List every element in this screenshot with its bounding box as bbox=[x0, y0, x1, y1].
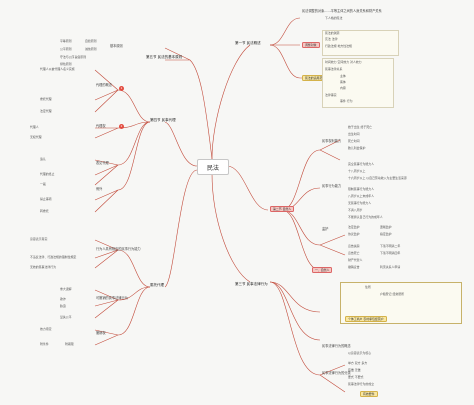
s1-t9: 民事法律关系 bbox=[325, 67, 343, 71]
s1-t13: 法律事实 bbox=[325, 93, 337, 97]
s2-t8: 限制民事行为能力人 bbox=[348, 187, 375, 191]
s3-t5: 有偿 无偿 bbox=[348, 368, 361, 372]
s4-t10: 代理的终止 bbox=[40, 172, 55, 176]
s2-t23: 下落不明满四年 bbox=[380, 251, 401, 255]
s1-t4: 民法的渊源 bbox=[325, 31, 340, 35]
s3-l-t11: 不违反法律、行政法规的强制性规定 bbox=[30, 255, 77, 259]
s3-t8[interactable]: 有效要件 bbox=[360, 391, 378, 398]
s5-t7: 绿色原则 bbox=[60, 62, 72, 66]
s1-t1: 民法调整的对象……平等主体之间的人身关系和财产关系 bbox=[302, 9, 382, 13]
s4-t2: 代理人以被代理人名义实施 bbox=[40, 67, 75, 71]
s5-t1: 基本原则 bbox=[110, 44, 123, 48]
s2-t27: 财产代管人 bbox=[348, 258, 363, 262]
s2-t29: 利害关系人申请 bbox=[380, 265, 401, 269]
s3-l-t14: 重大误解 bbox=[60, 287, 72, 291]
s2-t21: 宣告死亡 bbox=[348, 251, 360, 255]
marker-dot-2: 2 bbox=[119, 124, 124, 129]
s3-t2: 以意思表示为核心 bbox=[348, 351, 372, 355]
s3-l-t19: 效力待定 bbox=[40, 327, 52, 331]
s1-box bbox=[322, 30, 399, 56]
s5-t5: 诚信原则 bbox=[85, 47, 97, 51]
s2-t1: 民事权利能力 bbox=[322, 139, 342, 143]
s4-t5: 代理权 bbox=[96, 124, 106, 128]
s3-l-t21: 附期限 bbox=[65, 342, 74, 346]
s1-box2 bbox=[322, 58, 394, 108]
s3-l-t15: 欺诈 bbox=[60, 297, 66, 301]
s4-t13: 禁止事项 bbox=[40, 197, 52, 201]
marker-dot-1: 1 bbox=[119, 86, 124, 91]
s1-t10: 主体 bbox=[340, 74, 346, 78]
s1-t11: 客体 bbox=[340, 80, 346, 84]
s3-t6: 要式 不要式 bbox=[348, 375, 364, 379]
s4-t1: 代理的概念 bbox=[96, 83, 112, 87]
s3-t1: 民事法律行为的概念 bbox=[322, 344, 351, 348]
s2-t30[interactable]: 一、自然人 bbox=[312, 267, 333, 274]
s5-t3: 自愿原则 bbox=[85, 39, 97, 43]
s2-t22: 下落不明满二年 bbox=[380, 244, 401, 248]
s1-t8: 时间效力 空间效力 对人效力 bbox=[325, 60, 362, 64]
s3-l-t12: 无效的民事法律行为 bbox=[30, 265, 57, 269]
s1-t2: 下人格的民法 bbox=[325, 16, 343, 20]
root-node[interactable]: 民法 bbox=[197, 159, 229, 175]
s3-l-t18: 撤销权 bbox=[96, 331, 106, 335]
s2-t2: 始于出生 终于死亡 bbox=[348, 125, 373, 129]
s5-t2: 平等原则 bbox=[60, 39, 72, 43]
s2-t25: 住所 bbox=[365, 285, 371, 289]
s2-t24[interactable]: 个体工商户 农村承包经营户 bbox=[345, 316, 387, 323]
node-sec3-left[interactable]: 委托代理 bbox=[150, 283, 164, 287]
s5-t6: 守法与公序良俗原则 bbox=[60, 55, 87, 59]
s1-t3[interactable]: 调整对象 bbox=[302, 42, 320, 49]
s2-t9: 无民事行为能力人 bbox=[348, 201, 372, 205]
node-sec4[interactable]: 第四节 民事代理 bbox=[150, 118, 176, 122]
node-sec1[interactable]: 第一节 民法概述 bbox=[235, 41, 261, 45]
s1-t14: 事件 行为 bbox=[340, 99, 353, 103]
s2-t14: 不能辨认自己行为的成年人 bbox=[348, 215, 383, 219]
node-sec5[interactable]: 第五节 民法的基本原则 bbox=[146, 55, 183, 59]
s2-t4: 死亡时间 bbox=[348, 139, 360, 143]
s4-t3: 委托代理 bbox=[40, 97, 52, 101]
s3-t4: 单方 双方 多方 bbox=[348, 361, 368, 365]
s3-l-t16: 胁迫 bbox=[60, 304, 66, 308]
s3-t3: 民事法律行为的分类 bbox=[322, 371, 351, 375]
s2-t5: 胎儿利益保护 bbox=[348, 146, 366, 150]
s1-t6: 行政法规 地方性法规 bbox=[325, 44, 352, 48]
s4-t7: 无权代理 bbox=[30, 135, 42, 139]
s3-l-t13: 可撤销的民事法律行为 bbox=[96, 296, 128, 300]
s1-t5: 宪法 法律 bbox=[325, 37, 338, 41]
s3-t7: 民事法律行为的成立 bbox=[348, 382, 375, 386]
s3-l-t20: 附条件 bbox=[40, 342, 49, 346]
node-sec2[interactable]: 第二节 自然人 bbox=[270, 206, 295, 213]
s2-t11: 十六周岁以上 以自己劳动收入为主要生活来源 bbox=[348, 176, 407, 180]
s2-t15: 监护 bbox=[322, 227, 329, 231]
s3-l-t17: 显失公平 bbox=[60, 315, 72, 319]
s2-t26: 户籍登记 经常居所 bbox=[380, 292, 405, 296]
s4-t9: 追认 bbox=[40, 157, 46, 161]
s4-t12: 例外 bbox=[96, 187, 103, 191]
s2-t13: 不满八周岁 bbox=[348, 208, 363, 212]
s4-t14: 转委托 bbox=[40, 209, 49, 213]
s5-t4: 公平原则 bbox=[60, 47, 72, 51]
s2-t28: 撤销宣告 bbox=[348, 265, 360, 269]
s4-t4: 法定代理 bbox=[40, 109, 52, 113]
s2-t10: 十八周岁以上 bbox=[348, 169, 366, 173]
s4-t6: 代理人 bbox=[30, 125, 39, 129]
node-sec3[interactable]: 第三节 民事法律行为 bbox=[235, 282, 268, 286]
s2-t6: 民事行为能力 bbox=[322, 184, 342, 188]
s1-t12: 内容 bbox=[340, 86, 346, 90]
s2-t19: 指定监护 bbox=[380, 232, 392, 236]
s2-t18: 协议监护 bbox=[348, 232, 360, 236]
s3-l-t9: 行为人具有相应的民事行为能力 bbox=[96, 247, 141, 251]
s3-l-t10: 意思表示真实 bbox=[30, 237, 48, 241]
s2-t7: 完全民事行为能力人 bbox=[348, 162, 375, 166]
s2-t17: 遗嘱监护 bbox=[380, 225, 392, 229]
s4-t8: 表见代理 bbox=[96, 161, 109, 165]
s2-t3: 出生时间 bbox=[348, 132, 360, 136]
s2-t20: 宣告失踪 bbox=[348, 244, 360, 248]
s2-t16: 法定监护 bbox=[348, 225, 360, 229]
s4-t11: 一般 bbox=[40, 182, 46, 186]
s2-t12: 八周岁以上未成年人 bbox=[348, 194, 375, 198]
